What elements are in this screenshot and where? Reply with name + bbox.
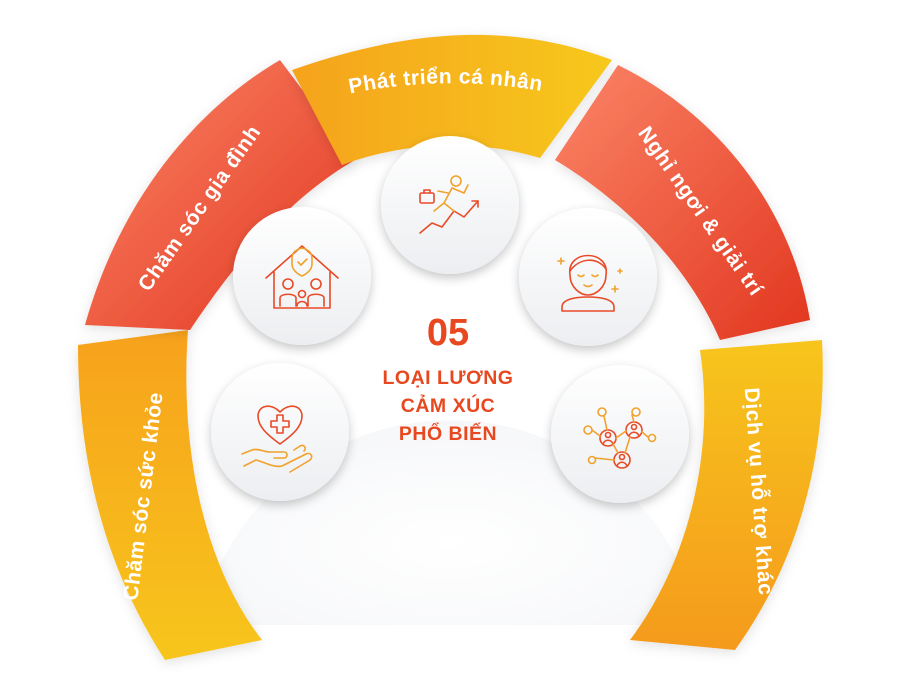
disc-health <box>211 363 349 501</box>
disc-family <box>233 207 371 345</box>
center-line-3: PHỔ BIẾN <box>399 421 497 445</box>
relaxing-person-icon <box>557 254 623 312</box>
disc-network <box>551 365 689 503</box>
segment-personal <box>292 34 612 165</box>
segment-other <box>630 340 823 650</box>
segment-health <box>78 330 262 660</box>
center-line-1: LOẠI LƯƠNG <box>383 367 514 389</box>
segment-family <box>85 60 355 330</box>
center-line-2: CẢM XÚC <box>401 393 496 417</box>
center-number: 05 <box>427 312 469 354</box>
disc-climbing <box>381 136 519 274</box>
segment-relax <box>555 65 810 340</box>
family-house-icon <box>265 245 339 309</box>
disc-relax <box>519 208 657 346</box>
climbing-person-icon <box>419 175 479 234</box>
heart-hand-icon <box>241 405 313 473</box>
network-icon <box>583 407 657 469</box>
